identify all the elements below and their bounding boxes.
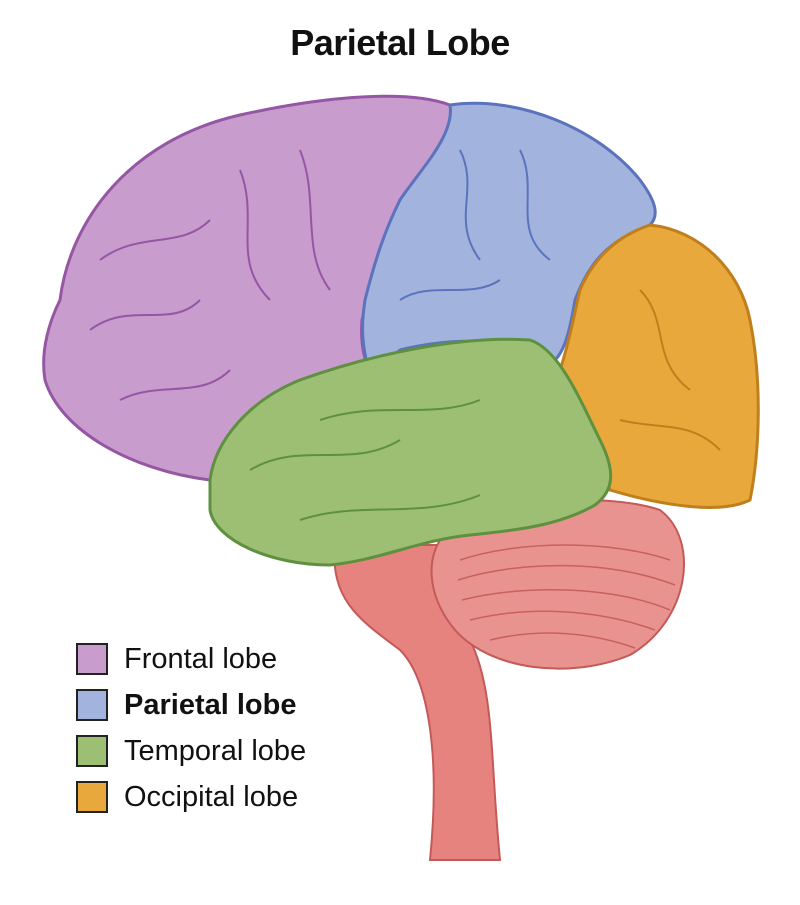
parietal-swatch <box>76 689 108 721</box>
gyri-lines <box>89 149 721 521</box>
legend-label: Frontal lobe <box>124 642 278 675</box>
legend-item-frontal: Frontal lobe <box>76 636 306 682</box>
legend: Frontal lobe Parietal lobe Temporal lobe… <box>76 636 306 820</box>
temporal-lobe <box>208 337 613 567</box>
legend-label: Temporal lobe <box>124 734 307 767</box>
cerebellum-folds <box>457 544 676 649</box>
legend-label: Occipital lobe <box>124 780 299 813</box>
legend-item-temporal: Temporal lobe <box>76 728 306 774</box>
occipital-swatch <box>76 781 108 813</box>
frontal-swatch <box>76 643 108 675</box>
legend-item-occipital: Occipital lobe <box>76 774 306 820</box>
legend-label: Parietal lobe <box>124 688 297 721</box>
legend-item-parietal: Parietal lobe <box>76 682 306 728</box>
temporal-swatch <box>76 735 108 767</box>
occipital-lobe <box>558 223 760 509</box>
diagram-title: Parietal Lobe <box>290 22 510 63</box>
